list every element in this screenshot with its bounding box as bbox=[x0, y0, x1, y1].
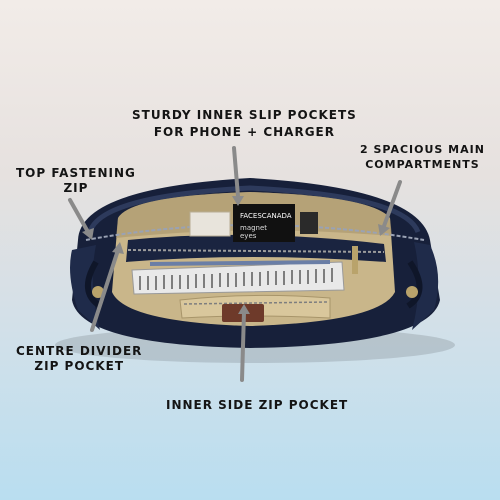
top-zip bbox=[85, 224, 425, 241]
bag-rim bbox=[87, 185, 421, 234]
phone-item bbox=[189, 211, 231, 237]
pointer-side-zip bbox=[240, 310, 246, 382]
divider-zipper bbox=[127, 249, 385, 253]
card-text-2: eyes bbox=[240, 232, 257, 240]
callout-main-compartments: 2 SPACIOUS MAIN COMPARTMENTS bbox=[360, 142, 485, 172]
pointer-top-zip bbox=[68, 198, 90, 234]
callout-centre-line1: CENTRE DIVIDER bbox=[16, 344, 143, 358]
card-text-1: magnet bbox=[240, 224, 267, 232]
callout-side-line1: INNER SIDE ZIP POCKET bbox=[166, 398, 349, 412]
left-handle bbox=[85, 260, 102, 309]
side-zipper bbox=[183, 301, 329, 305]
callout-slip-line1: STURDY INNER SLIP POCKETS bbox=[132, 108, 357, 122]
arrowhead-main bbox=[378, 224, 390, 236]
callout-top-zip: TOP FASTENING ZIP bbox=[16, 166, 136, 196]
product-card bbox=[233, 204, 295, 242]
callout-top-line2: ZIP bbox=[63, 181, 89, 195]
callout-top-line1: TOP FASTENING bbox=[16, 166, 136, 180]
notebook-item bbox=[131, 261, 345, 295]
callout-slip-line2: FOR PHONE + CHARGER bbox=[153, 125, 335, 139]
callout-main-line2: COMPARTMENTS bbox=[365, 158, 480, 171]
arrowhead-slip bbox=[232, 196, 244, 206]
pointers bbox=[68, 146, 402, 382]
pointer-slip-pockets bbox=[232, 146, 240, 198]
callout-centre-line2: ZIP POCKET bbox=[34, 359, 125, 373]
card-brand: FACESCANADA bbox=[240, 212, 292, 220]
callout-main-line1: 2 SPACIOUS MAIN bbox=[360, 143, 485, 156]
arrowhead-side bbox=[238, 304, 250, 314]
pointer-main-compartments bbox=[382, 180, 402, 228]
bag-right-panel bbox=[412, 242, 439, 330]
notebook-keys bbox=[139, 268, 333, 290]
arrowhead-top bbox=[82, 228, 94, 240]
pen-item bbox=[149, 260, 331, 266]
item-small bbox=[300, 212, 318, 234]
right-ring bbox=[406, 286, 418, 298]
callout-centre-divider: CENTRE DIVIDER ZIP POCKET bbox=[16, 344, 142, 374]
pointer-centre-divider bbox=[90, 248, 120, 332]
callout-side-zip: INNER SIDE ZIP POCKET bbox=[166, 398, 348, 413]
right-handle bbox=[406, 260, 423, 309]
zipper-pull bbox=[352, 246, 358, 274]
left-ring bbox=[92, 286, 104, 298]
centre-divider bbox=[126, 234, 386, 262]
callout-slip-pockets: STURDY INNER SLIP POCKETS FOR PHONE + CH… bbox=[132, 108, 357, 140]
arrowhead-centre bbox=[112, 242, 124, 254]
